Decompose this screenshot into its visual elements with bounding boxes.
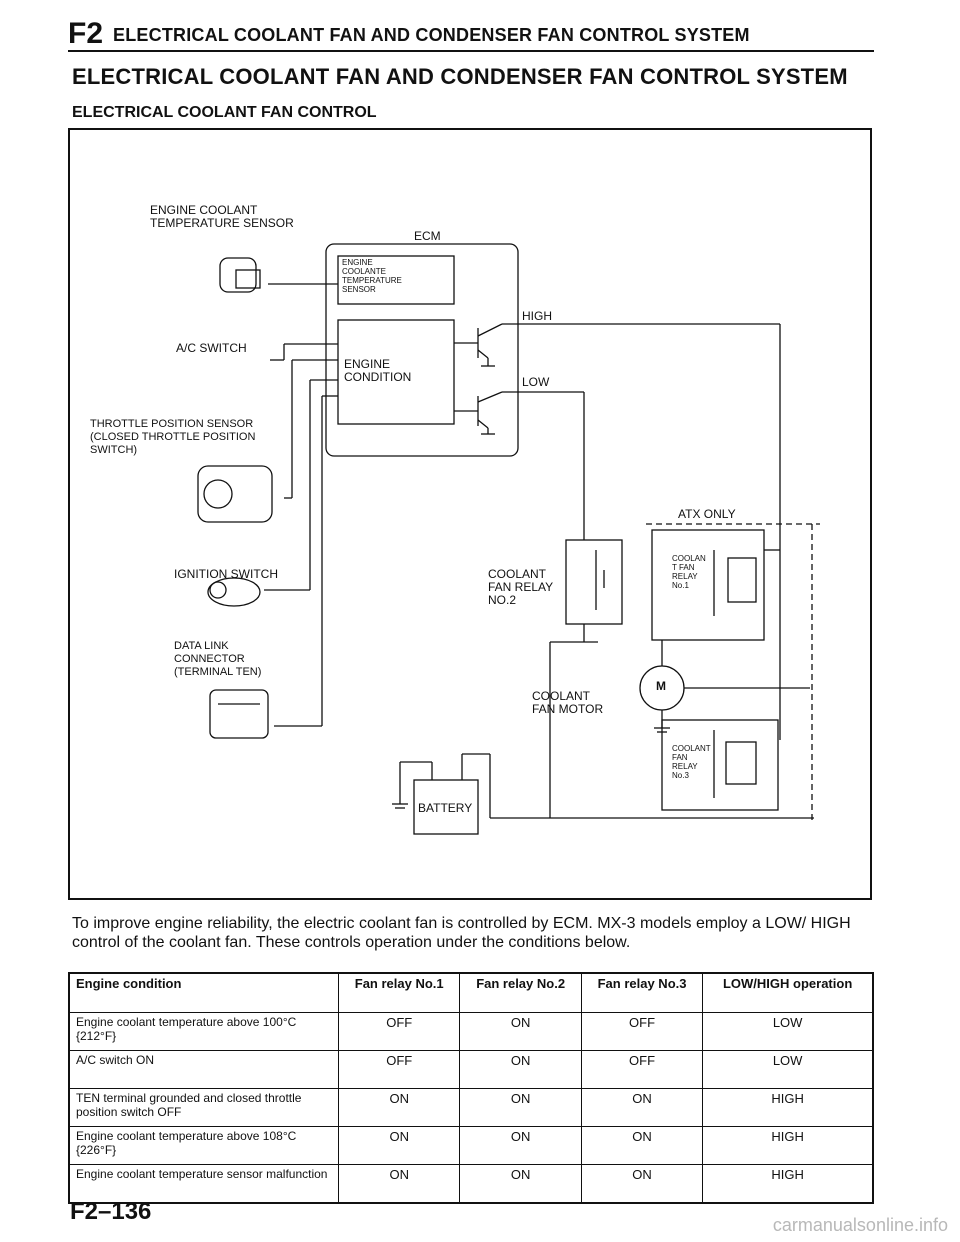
- col-header: Fan relay No.3: [580, 972, 704, 1013]
- relay1-label: COOLAN T FAN RELAY No.1: [672, 554, 706, 590]
- wiring-diagram: ENGINE COOLANT TEMPERATURE SENSOR ECM EN…: [68, 128, 872, 900]
- high-label: HIGH: [522, 309, 552, 323]
- col-header: Fan relay No.1: [337, 972, 461, 1013]
- table-cell: OFF: [337, 1050, 461, 1089]
- ac-switch-label: A/C SWITCH: [176, 341, 247, 355]
- relay1-box: [651, 529, 765, 641]
- col-header: Fan relay No.2: [459, 972, 582, 1013]
- low-label: LOW: [522, 375, 550, 389]
- relay2-label: COOLANT FAN RELAY NO.2: [488, 567, 554, 607]
- table-cell: ON: [337, 1126, 461, 1165]
- table-cell: ON: [459, 1050, 582, 1089]
- table-cell: Engine coolant temperature above 108°C {…: [68, 1126, 339, 1165]
- ignition-switch-label: IGNITION SWITCH: [174, 567, 278, 581]
- ecm-condition-label: ENGINE CONDITION: [344, 357, 412, 384]
- relay3-box: [661, 719, 779, 811]
- table-row: Engine coolant temperature above 100°C {…: [68, 1012, 874, 1051]
- table-cell: ON: [337, 1088, 461, 1127]
- col-header: Engine condition: [68, 972, 339, 1013]
- table-cell: LOW: [702, 1050, 874, 1089]
- intro-paragraph: To improve engine reliability, the elect…: [72, 915, 851, 951]
- battery-label: BATTERY: [418, 801, 473, 815]
- table-cell: ON: [580, 1164, 704, 1204]
- table-cell: ON: [459, 1088, 582, 1127]
- ecm-condition-block: [337, 319, 455, 425]
- table-cell: Engine coolant temperature above 100°C {…: [68, 1012, 339, 1051]
- table-cell: HIGH: [702, 1164, 874, 1204]
- ecm-ect-label: ENGINE COOLANTE TEMPERATURE SENSOR: [342, 258, 402, 294]
- table-cell: TEN terminal grounded and closed throttl…: [68, 1088, 339, 1127]
- ecm-label: ECM: [414, 229, 441, 243]
- table-header-row: Engine condition Fan relay No.1 Fan rela…: [68, 972, 874, 1013]
- table-row: Engine coolant temperature above 108°C {…: [68, 1126, 874, 1165]
- section-subtitle: ELECTRICAL COOLANT FAN CONTROL: [72, 104, 377, 121]
- table-row: A/C switch ON OFF ON OFF LOW: [68, 1050, 874, 1089]
- ect-sensor-label: ENGINE COOLANT TEMPERATURE SENSOR: [150, 203, 294, 230]
- table-cell: ON: [459, 1164, 582, 1204]
- atx-only-label: ATX ONLY: [678, 507, 736, 521]
- table-cell: ON: [580, 1088, 704, 1127]
- fan-control-table: Engine condition Fan relay No.1 Fan rela…: [68, 972, 874, 1204]
- table-cell: Engine coolant temperature sensor malfun…: [68, 1164, 339, 1204]
- page-title: ELECTRICAL COOLANT FAN AND CONDENSER FAN…: [72, 64, 848, 89]
- table-cell: ON: [459, 1012, 582, 1051]
- relay3-label: COOLANT FAN RELAY No.3: [672, 744, 711, 780]
- wiring-lines: [197, 243, 820, 835]
- motor-symbol: M: [656, 679, 666, 693]
- data-link-label: DATA LINK CONNECTOR (TERMINAL TEN): [174, 640, 262, 678]
- table-cell: OFF: [580, 1012, 704, 1051]
- table-cell: ON: [337, 1164, 461, 1204]
- watermark: carmanualsonline.info: [772, 1215, 948, 1235]
- page-number: F2–136: [70, 1198, 152, 1225]
- table-cell: HIGH: [702, 1088, 874, 1127]
- table-row: TEN terminal grounded and closed throttl…: [68, 1088, 874, 1127]
- col-header: LOW/HIGH operation: [702, 972, 874, 1013]
- tps-label: THROTTLE POSITION SENSOR (CLOSED THROTTL…: [90, 418, 256, 456]
- table-row: Engine coolant temperature sensor malfun…: [68, 1164, 874, 1204]
- table-cell: A/C switch ON: [68, 1050, 339, 1089]
- section-code: F2: [68, 17, 104, 50]
- page-header: F2 ELECTRICAL COOLANT FAN AND CONDENSER …: [68, 14, 874, 52]
- ecm-ect-block: [337, 255, 455, 305]
- table-cell: ON: [459, 1126, 582, 1165]
- table-cell: LOW: [702, 1012, 874, 1051]
- ecm-box: [325, 243, 519, 457]
- table-cell: ON: [580, 1126, 704, 1165]
- relay2-box: [565, 539, 623, 625]
- battery-box: [413, 779, 479, 835]
- header-title: ELECTRICAL COOLANT FAN AND CONDENSER FAN…: [113, 25, 750, 45]
- table-cell: OFF: [337, 1012, 461, 1051]
- table-cell: OFF: [580, 1050, 704, 1089]
- table-cell: HIGH: [702, 1126, 874, 1165]
- fan-motor-label: COOLANT FAN MOTOR: [532, 689, 604, 716]
